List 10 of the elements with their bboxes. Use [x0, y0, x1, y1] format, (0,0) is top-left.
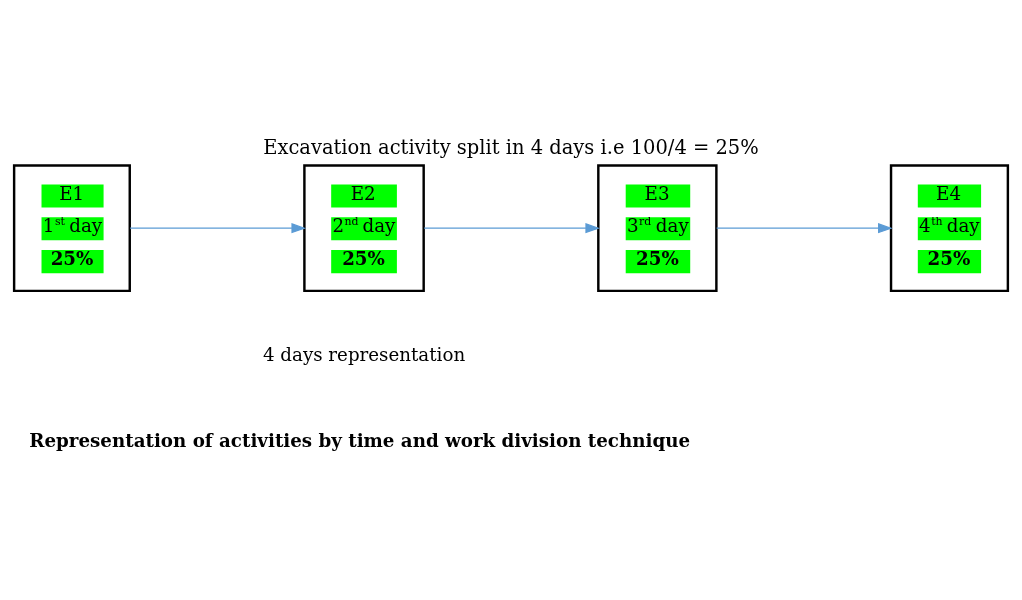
caption: Representation of activities by time and work division technique [29, 430, 691, 452]
node-box: E2 2$^{nd}$ day 25% [303, 164, 425, 293]
diagram-title: Excavation activity split in 4 days i.e 100/4 = 25% [263, 136, 759, 160]
arrow [716, 223, 893, 234]
label: 4 days representation [262, 343, 466, 365]
node-box: E1 1$^{st}$ day 25% [12, 164, 131, 293]
arrow [129, 223, 307, 234]
arrow [423, 223, 600, 234]
node-box: E4 4$^{th}$ day 25% [889, 164, 1010, 293]
node-box: E3 3$^{rd}$ day 25% [597, 164, 718, 293]
